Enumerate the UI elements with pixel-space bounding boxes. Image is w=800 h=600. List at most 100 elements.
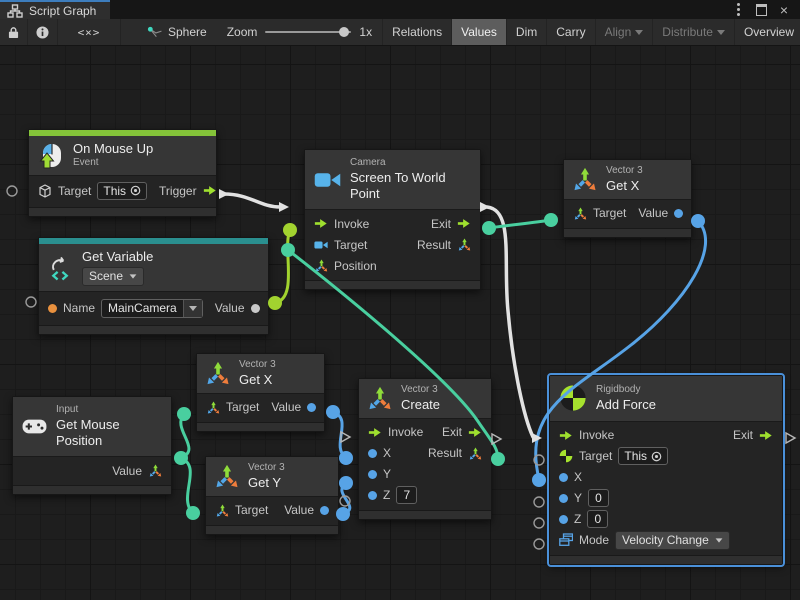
variable-name-dropdown[interactable]: MainCamera [101,298,203,318]
float-port[interactable] [559,493,568,503]
node-screen-to-world-point[interactable]: Camera Screen To World Point Invoke Exit… [304,149,481,290]
z-value-field[interactable]: 0 [587,510,609,529]
overview-button[interactable]: Overview [735,19,800,45]
align-dropdown[interactable]: Align [596,19,654,45]
chevron-down-icon [716,29,725,35]
string-port[interactable] [48,303,57,313]
invoke-input-arrow[interactable] [532,433,542,443]
node-add-force[interactable]: Rigidbody Add Force Invoke Exit Target T… [547,373,785,567]
inspect-button[interactable] [28,19,58,45]
vector3-icon[interactable] [206,401,220,414]
node-get-variable[interactable]: Get Variable Scene Name MainCamera Value [38,237,269,336]
target-self-field[interactable]: This [618,447,669,466]
relations-toggle[interactable]: Relations [382,19,453,45]
event-accent-bar [29,130,216,136]
z-value-field[interactable]: 7 [396,486,418,505]
breadcrumb[interactable]: Sphere [137,19,217,45]
vector3-icon[interactable] [468,447,482,460]
node-get-y[interactable]: Vector 3 Get Y Target Value [205,456,339,535]
addforce-y-bubble[interactable] [533,496,545,508]
float-port[interactable] [674,208,684,218]
vector3-icon[interactable] [148,464,162,477]
create-result-bubble[interactable] [491,452,505,466]
exit-output-arrow[interactable] [480,202,490,212]
float-port[interactable] [320,505,329,515]
float-port[interactable] [307,402,317,412]
wire-mousepos-to-gety-target [179,456,195,515]
variable-value-bubble[interactable] [268,296,282,310]
trigger-output-arrow[interactable] [219,189,229,199]
camera-target-bubble[interactable] [283,223,297,237]
mousepos-value-bubble[interactable] [174,451,188,465]
values-toggle[interactable]: Values [452,19,507,45]
variable-scope-dropdown[interactable]: Scene [82,267,145,287]
addforce-x-bubble[interactable] [532,473,546,487]
create-z-bubble[interactable] [339,495,351,507]
addforce-exit-stub[interactable] [785,431,797,445]
create-exit-stub[interactable] [491,432,503,446]
tab-script-graph[interactable]: Script Graph [0,0,111,19]
create-x-bubble[interactable] [339,451,353,465]
flow-arrow-icon[interactable] [368,427,382,438]
camera-result-bubble[interactable] [482,221,496,235]
flow-arrow-icon[interactable] [203,185,217,196]
node-footer [197,421,324,431]
wire-mousepos-to-getx-target [179,412,191,460]
float-port[interactable] [559,514,568,524]
vector3-icon[interactable] [314,259,328,272]
node-footer [29,206,216,216]
float-port[interactable] [368,448,377,458]
port-label-exit: Exit [732,428,753,443]
vector3-icon[interactable] [457,238,471,251]
flow-arrow-icon[interactable] [457,218,471,229]
node-vector3-create[interactable]: Vector 3 Create Invoke Exit X Result [358,378,492,520]
node-get-x-top[interactable]: Vector 3 Get X Target Value [563,159,692,238]
node-on-mouse-up[interactable]: On Mouse Up Event Target This Trigger [28,129,217,217]
float-port[interactable] [368,469,377,479]
distribute-dropdown[interactable]: Distribute [653,19,735,45]
gety-target-bubble[interactable] [186,506,200,520]
variable-name-bubble[interactable] [25,296,37,308]
node-get-x-mid[interactable]: Vector 3 Get X Target Value [196,353,325,432]
vector3-icon[interactable] [215,504,229,517]
addforce-mode-bubble[interactable] [533,538,545,550]
getx-top-value-bubble[interactable] [691,214,705,228]
addforce-target-bubble[interactable] [533,454,545,466]
getx-mid-target-bubble[interactable] [177,407,191,421]
flow-arrow-icon[interactable] [314,218,328,229]
code-view-button[interactable]: <×> [58,19,121,45]
y-value-field[interactable]: 0 [588,489,610,508]
graph-canvas[interactable]: On Mouse Up Event Target This Trigger [0,46,800,600]
node-get-mouse-position[interactable]: Input Get Mouse Position Value [12,396,172,495]
camera-position-bubble[interactable] [281,243,295,257]
vector3-icon[interactable] [573,207,587,220]
create-y-bubble[interactable] [339,476,353,490]
getx-mid-value-bubble[interactable] [326,405,340,419]
camera-icon[interactable] [314,240,328,250]
rigidbody-icon[interactable] [559,449,573,463]
carry-toggle[interactable]: Carry [547,19,596,45]
zoom-slider-knob[interactable] [339,27,350,37]
getx-top-target-bubble[interactable] [544,213,558,227]
target-self-field[interactable]: This [97,181,148,200]
zoom-slider[interactable] [265,27,352,37]
create-invoke-stub[interactable] [340,430,352,444]
close-icon[interactable]: × [779,1,789,18]
port-label-exit: Exit [430,216,451,231]
object-port[interactable] [250,303,260,313]
flow-arrow-icon[interactable] [759,430,773,441]
force-mode-dropdown[interactable]: Velocity Change [615,530,730,550]
menu-icon[interactable] [730,2,746,18]
float-port[interactable] [559,472,568,482]
port-label-invoke: Invoke [388,425,424,440]
flow-arrow-icon[interactable] [468,427,482,438]
addforce-z-bubble[interactable] [533,517,545,529]
float-port[interactable] [368,490,377,500]
lock-button[interactable] [0,19,28,45]
dim-toggle[interactable]: Dim [507,19,548,45]
flow-arrow-icon[interactable] [559,430,573,441]
invoke-input-arrow[interactable] [279,202,289,212]
mouseup-target-bubble[interactable] [6,185,18,197]
target-dot-icon [130,185,141,196]
maximize-icon[interactable] [753,2,769,18]
